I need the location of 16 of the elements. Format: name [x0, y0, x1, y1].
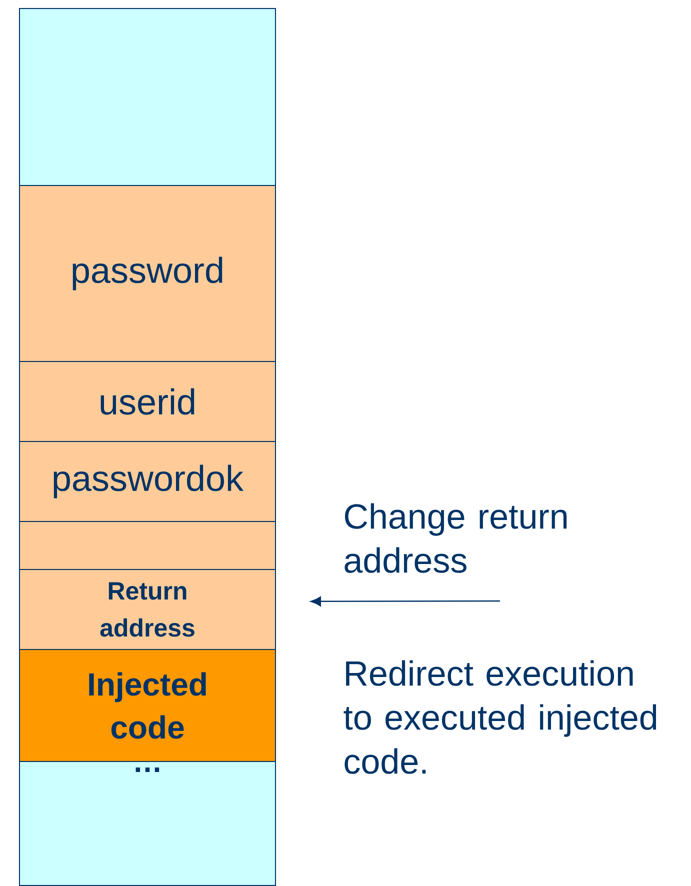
- stack-cell: [19, 649, 276, 762]
- cell-text: Injected code: [89, 672, 206, 739]
- cell-text: …: [136, 768, 160, 772]
- annotation-text: Redirect execution to executed injected code.: [344, 660, 656, 774]
- stack-cell: [19, 569, 276, 650]
- cell-text: Return address: [100, 582, 194, 637]
- stack-cell: [19, 761, 276, 886]
- cell-text: passwordok: [54, 464, 244, 498]
- annotation-text: Change return address: [344, 503, 567, 573]
- stack-cell: [19, 361, 276, 442]
- empty-stack-cell: [19, 521, 276, 570]
- cell-text: userid: [100, 388, 194, 415]
- cell-text: password: [72, 256, 222, 290]
- arrow: [310, 596, 500, 606]
- stack-cell: [19, 441, 276, 522]
- empty-stack-cell: [19, 8, 276, 186]
